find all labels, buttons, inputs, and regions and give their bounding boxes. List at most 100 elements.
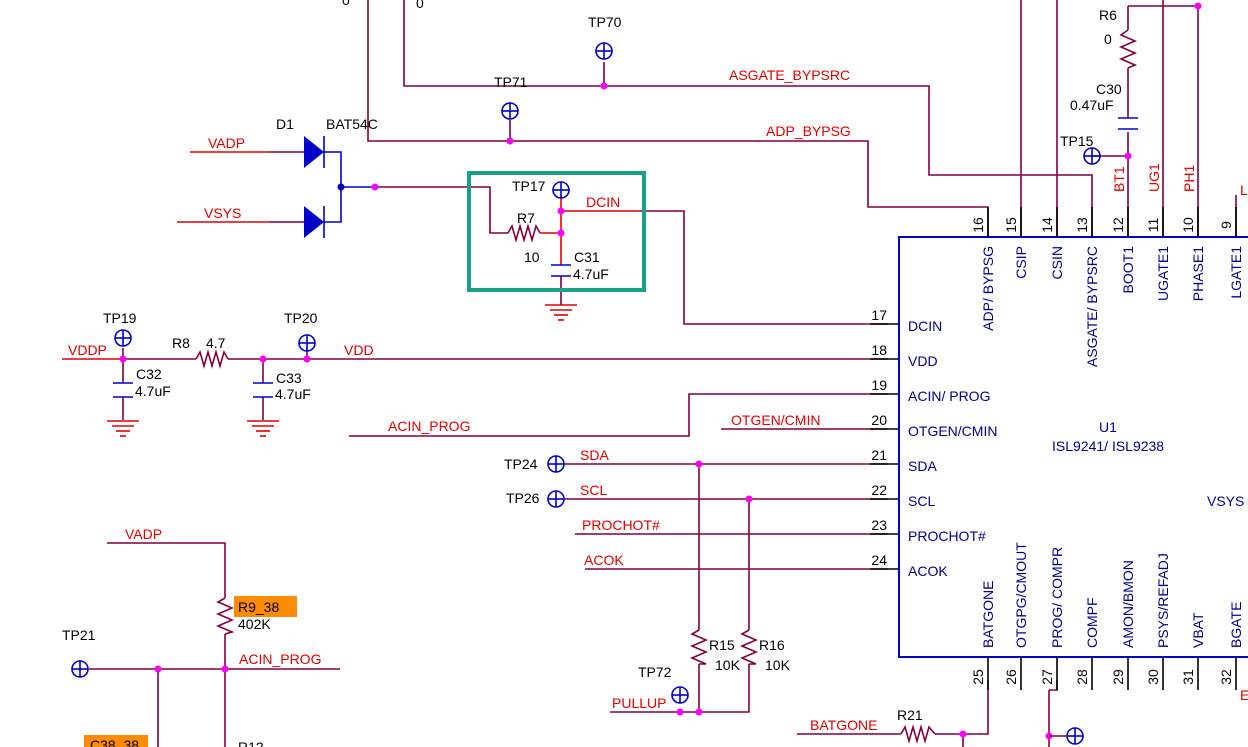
net-label-vadp: VADP: [208, 135, 245, 151]
testpoint-tp21: [71, 660, 89, 678]
wire-group-lower-left: [89, 542, 340, 747]
junction: [1194, 2, 1202, 10]
r6-ref: R6: [1099, 7, 1117, 23]
testpoint-tp19: [114, 329, 132, 347]
resistor-r21: [900, 724, 936, 744]
c33-ref: C33: [276, 370, 302, 386]
ic-pin-30-number: 30: [1145, 669, 1161, 685]
ic-pin-21-name: SDA: [908, 458, 937, 474]
ic-pin-32-name: BGATE: [1228, 602, 1244, 648]
testpoint-tp26: [547, 490, 565, 508]
net-label-vsys: VSYS: [204, 205, 241, 221]
ic-pin-21-number: 21: [871, 447, 887, 463]
r21-ref: R21: [897, 707, 923, 723]
ic-pin-28-name: COMPF: [1084, 597, 1100, 648]
resistor-r9-38: [215, 597, 235, 635]
testpoint-tp17: [552, 181, 570, 199]
tp72-label: TP72: [638, 664, 672, 680]
ic-pin-16-number: 16: [970, 217, 986, 233]
net-label-partial-right: L: [1240, 182, 1248, 198]
junction: [506, 137, 514, 145]
ic-pin-24-number: 24: [871, 552, 887, 568]
wire-group-signals: [349, 393, 888, 713]
r6-value: 0: [1104, 31, 1112, 47]
ic-pin-24-name: ACOK: [908, 563, 948, 579]
ground-symbol: [247, 420, 279, 437]
c38-ref: C38_38: [90, 737, 139, 747]
ic-pin-9-name: LGATE1: [1228, 246, 1244, 299]
c31-value: 4.7uF: [573, 266, 609, 282]
ground-symbol: [107, 420, 139, 437]
ic-pin-27-name: PROG/ COMPR: [1049, 547, 1065, 648]
testpoint-tp20: [298, 334, 316, 352]
tp19-label: TP19: [103, 310, 137, 326]
net-label-acin-prog-lower: ACIN_PROG: [239, 651, 321, 667]
ic-pin-11-number: 11: [1145, 218, 1161, 233]
capacitor-c30: [1118, 117, 1138, 130]
diode-d1a: [304, 136, 325, 168]
ground-symbol: [545, 304, 577, 321]
ic-pin-15-number: 15: [1003, 217, 1019, 233]
tp20-label: TP20: [284, 310, 318, 326]
ic-pin-25-number: 25: [970, 669, 986, 685]
resistor-r16: [739, 629, 759, 665]
junction: [337, 183, 345, 191]
wire-group-batgone: [797, 680, 1058, 747]
junction: [745, 495, 753, 503]
ic-pin-16-name: ADP/ BYPSG: [980, 246, 996, 331]
r9-tag: [234, 596, 297, 617]
junction: [557, 207, 565, 215]
r12-ref: R12: [238, 739, 264, 747]
testpoint-tp72: [671, 686, 689, 704]
ic-pin-10-name: PHASE1: [1190, 246, 1206, 301]
top-zero-b: 0: [416, 0, 424, 11]
r7-value: 10: [524, 249, 540, 265]
ic-u1-vsys: VSYS: [1207, 493, 1244, 509]
capacitor-c31: [551, 264, 571, 277]
junction: [259, 355, 267, 363]
ic-pin-25-name: BATGONE: [980, 581, 996, 648]
testpoint-bottom: [1066, 727, 1084, 745]
highlight-box: [467, 171, 646, 292]
capacitor-c33: [253, 382, 273, 398]
net-label-acin-prog: ACIN_PROG: [388, 418, 470, 434]
r15-ref: R15: [709, 637, 735, 653]
r9-value: 402K: [238, 616, 271, 632]
net-label-scl: SCL: [580, 482, 607, 498]
r16-ref: R16: [759, 637, 785, 653]
ic-pin-20-name: OTGEN/CMIN: [908, 423, 997, 439]
resistor-r6: [1118, 29, 1138, 69]
wire-group-vdd: [62, 348, 888, 420]
junction: [154, 665, 162, 673]
ic-pin-19-name: ACIN/ PROG: [908, 388, 990, 404]
r15-value: 10K: [715, 657, 741, 673]
r8-value: 4.7: [206, 335, 226, 351]
c32-ref: C32: [136, 366, 162, 382]
top-zero-a: 0: [342, 0, 350, 8]
net-label-ug1: UG1: [1146, 163, 1162, 192]
ic-pin-30-name: PSYS/REFADJ: [1155, 553, 1171, 648]
net-label-bt1: BT1: [1111, 166, 1127, 192]
tp71-label: TP71: [494, 74, 528, 90]
ic-pin-32-number: 32: [1218, 669, 1234, 685]
ic-pin-27-number: 27: [1039, 669, 1055, 685]
junction: [1124, 152, 1132, 160]
ic-pin-28-number: 28: [1074, 669, 1090, 685]
net-label-batgone: BATGONE: [810, 717, 877, 733]
tp21-label: TP21: [62, 627, 96, 643]
ic-pin-29-number: 29: [1110, 669, 1126, 685]
ic-pin-18-name: VDD: [908, 353, 938, 369]
resistor-r8: [195, 349, 229, 369]
c38-tag: [84, 735, 148, 747]
net-label-vadp-lower: VADP: [125, 526, 162, 542]
diode-d1b: [304, 206, 325, 238]
ic-pin-31-number: 31: [1180, 669, 1196, 685]
r9-ref: R9_38: [238, 599, 279, 615]
ic-pin-14-number: 14: [1039, 217, 1055, 233]
ic-pin-10-number: 10: [1180, 217, 1196, 233]
net-label-ph1: PH1: [1181, 165, 1197, 192]
c30-ref: C30: [1096, 81, 1122, 97]
ic-pin-22-name: SCL: [908, 493, 935, 509]
